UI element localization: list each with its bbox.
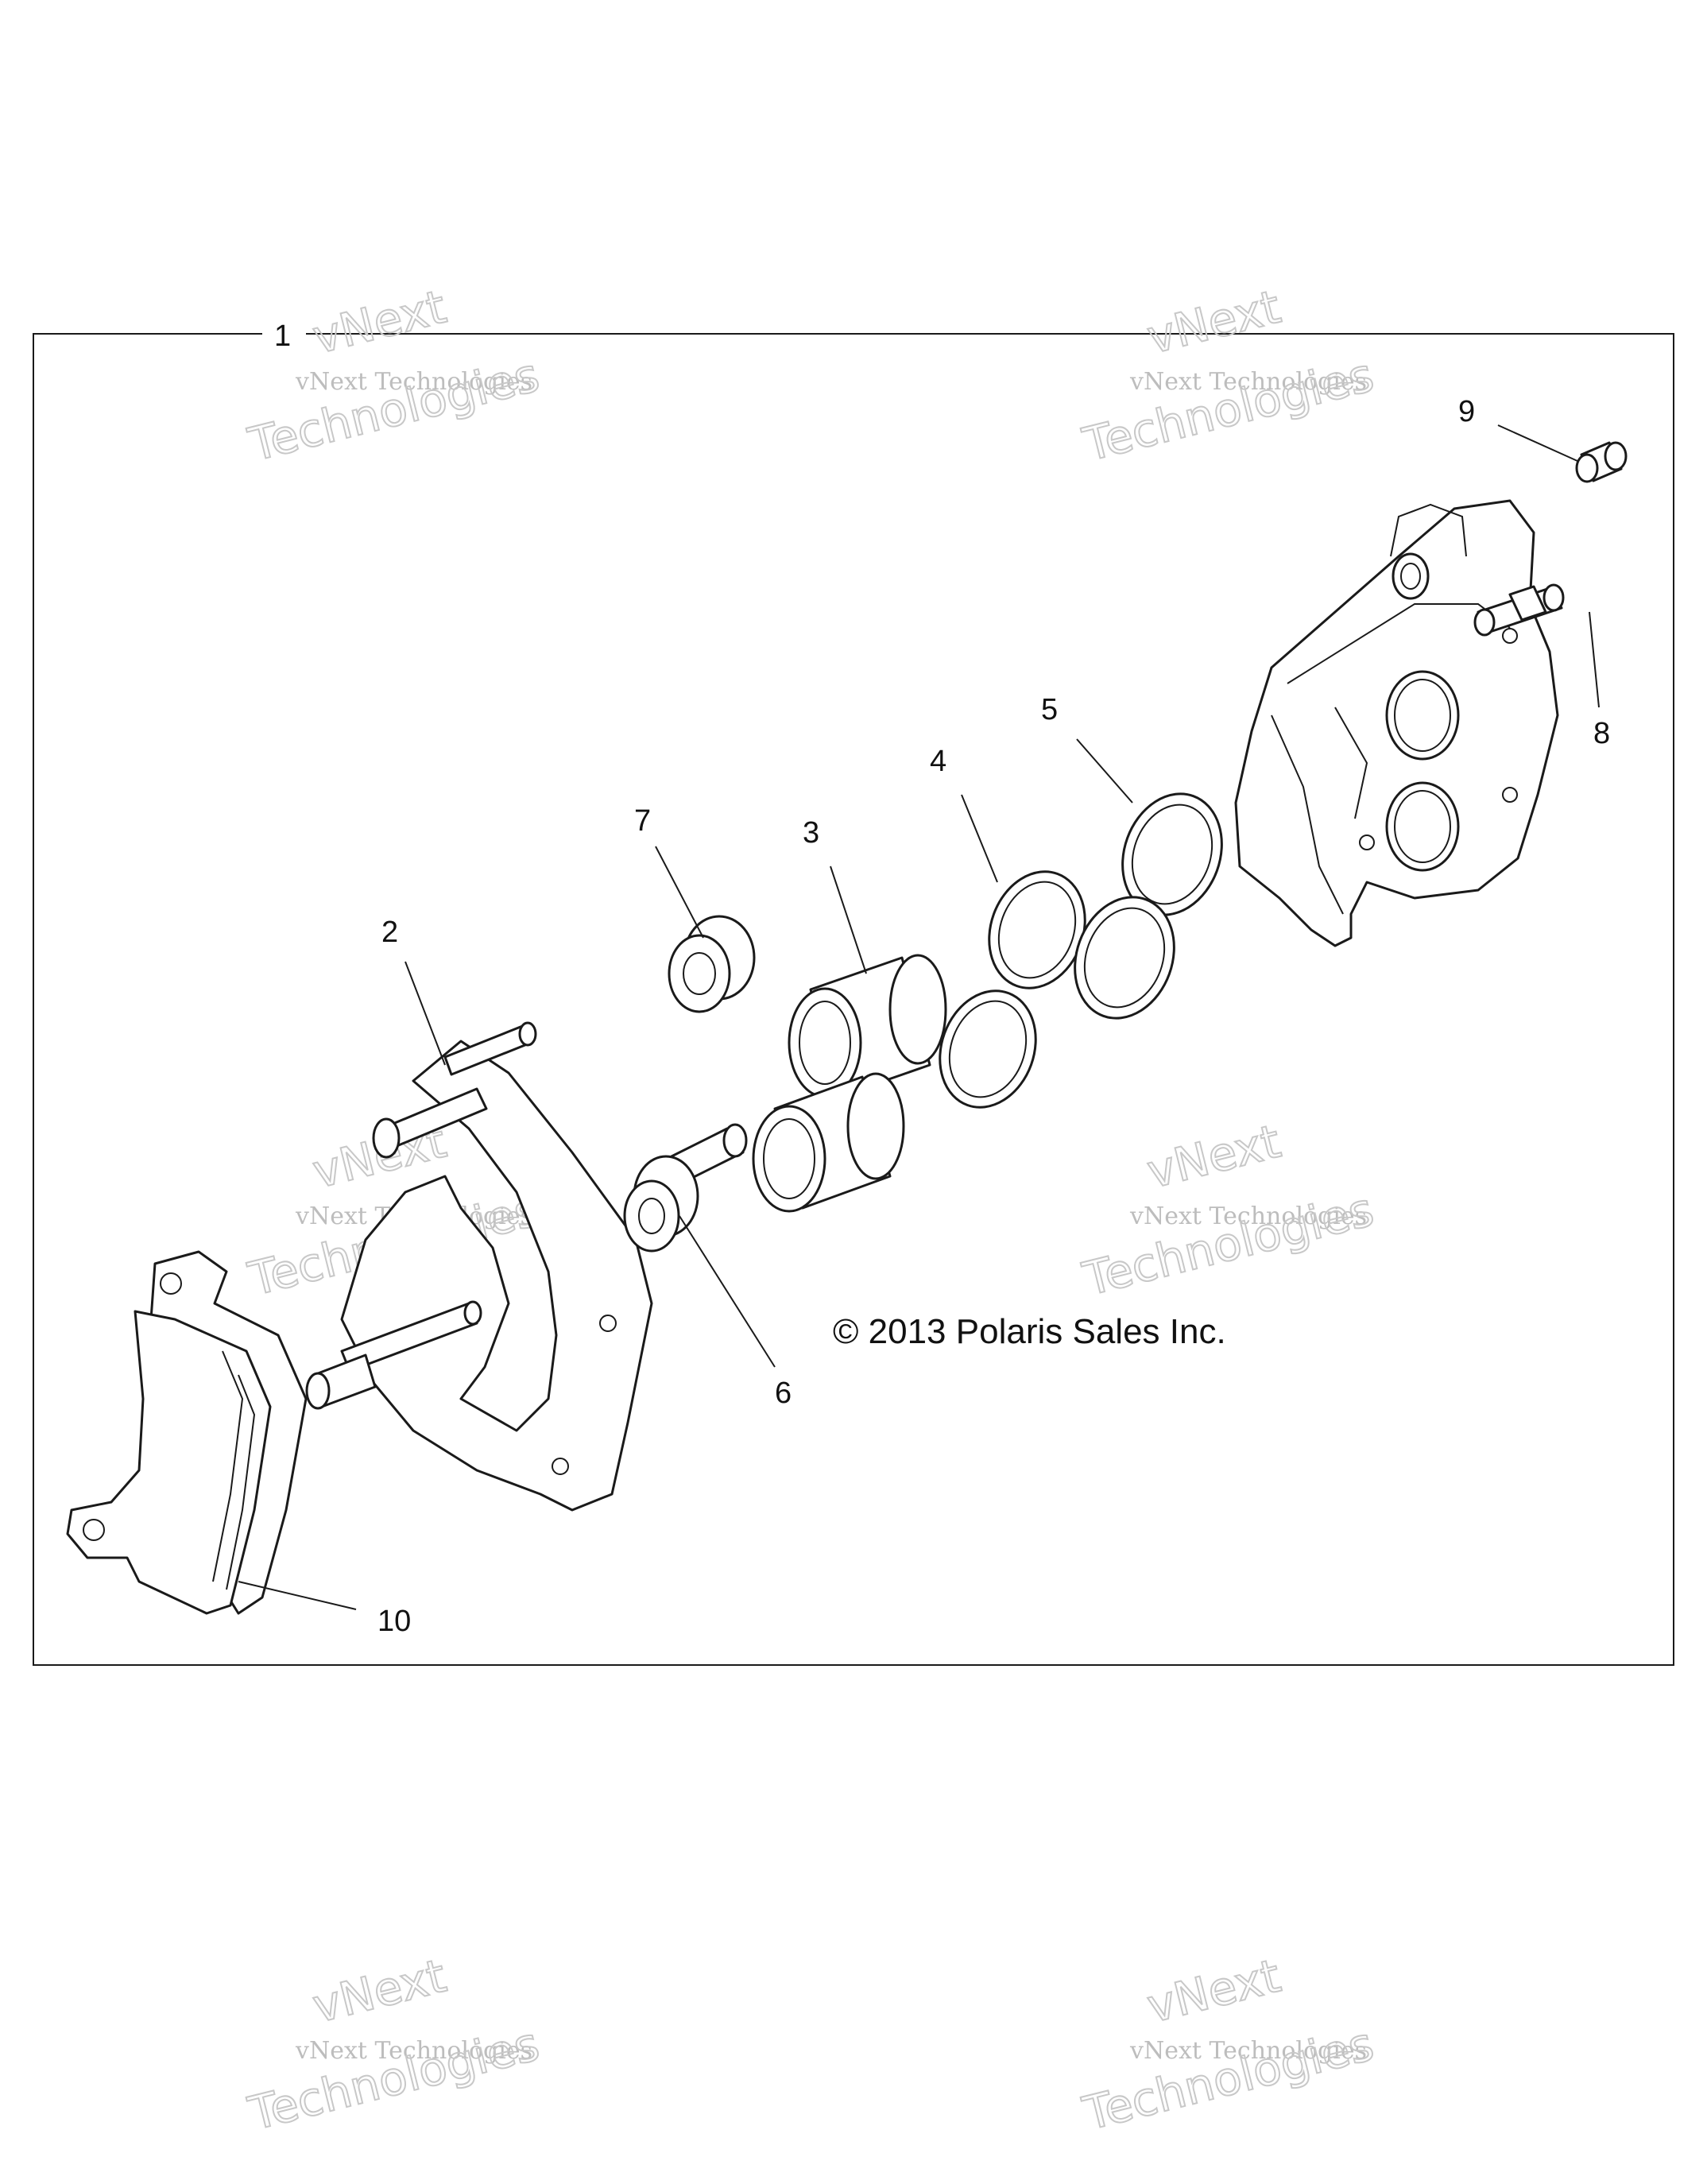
- brake-pads: [66, 1250, 308, 1615]
- caliper-bracket: [305, 1021, 653, 1512]
- leader-line: [961, 794, 998, 883]
- pin-boot: [668, 915, 756, 1013]
- pistons: [752, 954, 947, 1213]
- leader-line: [1589, 611, 1600, 708]
- callout-9: 9: [1458, 395, 1475, 428]
- watermark-bottom-left: vNext Technologies vNext Technologies: [242, 1948, 545, 2142]
- callout-3: 3: [803, 816, 819, 850]
- watermark-text: vNext: [308, 1949, 451, 2034]
- leader-lines: [238, 424, 1600, 1610]
- watermark-text: vNext: [1142, 1114, 1286, 1199]
- callout-8: 8: [1593, 717, 1610, 750]
- leader-line: [830, 865, 867, 974]
- callout-1: 1: [274, 319, 291, 353]
- leader-line: [1076, 738, 1133, 804]
- watermark-text: vNext: [1142, 280, 1286, 365]
- callout-4: 4: [930, 745, 946, 778]
- callout-5: 5: [1041, 693, 1058, 726]
- callout-10: 10: [377, 1605, 411, 1638]
- piston-seals: [939, 870, 1086, 1109]
- watermark-mid-right: vNext Technologies vNext Technologies: [1077, 1113, 1380, 1307]
- watermark-text: Technologies: [243, 2016, 544, 2140]
- leader-line: [655, 846, 704, 939]
- watermark-text: Technologies: [1078, 2016, 1379, 2140]
- watermark-text: vNext Technologies: [295, 2037, 532, 2065]
- watermark-text: Technologies: [243, 347, 544, 471]
- watermark-bottom-right: vNext Technologies vNext Technologies: [1077, 1948, 1380, 2142]
- watermark-text: Technologies: [1078, 1182, 1379, 1306]
- bleeder-cap: [1575, 441, 1628, 483]
- leader-line: [679, 1215, 776, 1368]
- watermark-text: vNext Technologies: [1129, 2037, 1367, 2065]
- callouts: 1 2 3 4 5 6 7 8 9 10: [274, 319, 1610, 1638]
- watermark-text: vNext Technologies: [1129, 368, 1367, 396]
- watermark-text: vNext Technologies: [295, 368, 532, 396]
- callout-7: 7: [634, 804, 651, 838]
- leader-line: [1497, 424, 1578, 462]
- watermark-text: vNext: [308, 280, 451, 365]
- callout-2: 2: [381, 916, 398, 949]
- bleeder-screw: [1473, 583, 1565, 637]
- watermark-text: Technologies: [1078, 347, 1379, 471]
- watermark-text: vNext: [1142, 1949, 1286, 2034]
- leader-line: [238, 1581, 357, 1610]
- watermark-top-left: vNext Technologies vNext Technologies: [242, 279, 545, 473]
- watermark-top-right: vNext Technologies vNext Technologies: [1077, 279, 1380, 473]
- watermark-text: vNext Technologies: [1129, 1202, 1367, 1230]
- guide-pin: [623, 1123, 748, 1253]
- assembly-frame: [33, 333, 1674, 1666]
- callout-6: 6: [775, 1377, 792, 1410]
- copyright-notice: © 2013 Polaris Sales Inc.: [833, 1312, 1226, 1351]
- leader-line: [404, 961, 446, 1066]
- dust-seals: [1074, 792, 1223, 1020]
- caliper-body: [1234, 499, 1559, 947]
